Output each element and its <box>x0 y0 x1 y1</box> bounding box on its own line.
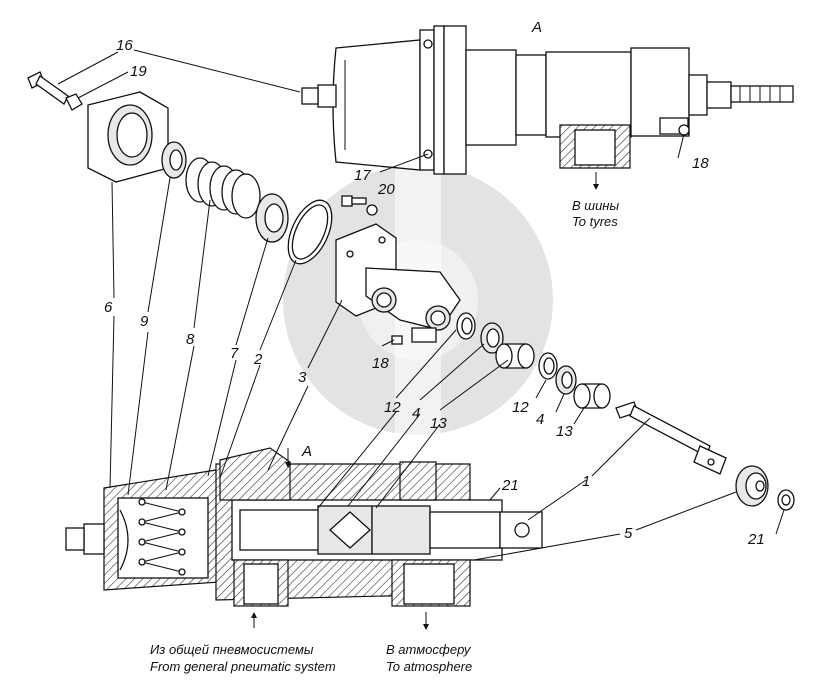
callout-3: 3 <box>298 369 307 386</box>
callout-18-lower: 18 <box>372 355 389 372</box>
callout-17: 17 <box>354 167 371 184</box>
spring-8 <box>185 157 261 219</box>
ring-4-upper <box>480 322 504 354</box>
section-marker-a: A <box>301 443 312 460</box>
callout-9: 9 <box>140 313 149 330</box>
nut-20 <box>366 204 378 216</box>
callout-21-section: 21 <box>501 477 519 494</box>
bushing-13-lower <box>573 383 611 409</box>
callout-20: 20 <box>377 181 395 198</box>
rod-1 <box>615 401 727 475</box>
ring-4-lower <box>555 365 577 395</box>
washer-9 <box>161 141 187 179</box>
callout-2: 2 <box>253 351 263 368</box>
callout-5: 5 <box>624 525 633 542</box>
supply-caption-ru: Из общей пневмосистемы <box>150 642 314 657</box>
callout-7: 7 <box>230 345 239 362</box>
ring-12-lower <box>538 352 558 380</box>
callout-8: 8 <box>186 331 195 348</box>
cover-6 <box>87 91 169 183</box>
atm-caption-ru: В атмосферу <box>386 642 472 657</box>
section-assembly <box>65 447 543 607</box>
atm-caption-en: To atmosphere <box>386 659 472 674</box>
callout-13-right: 13 <box>556 423 573 440</box>
ring-12-upper <box>456 312 476 340</box>
screw-18 <box>391 335 403 345</box>
callout-4-right: 4 <box>536 411 544 428</box>
tyres-caption-ru: В шины <box>572 198 619 213</box>
bolt-16 <box>27 71 69 105</box>
bushing-13-upper <box>495 343 535 369</box>
screw-17 <box>341 195 367 207</box>
washer-21 <box>777 489 795 511</box>
plug-5 <box>735 465 769 507</box>
washer-19 <box>65 93 83 111</box>
callout-16: 16 <box>116 37 133 54</box>
view-a-assembly <box>301 25 794 175</box>
housing-3 <box>335 223 461 343</box>
callout-12-left: 12 <box>384 399 401 416</box>
callout-6: 6 <box>104 299 113 316</box>
callout-18-top: 18 <box>692 155 709 172</box>
supply-caption-en: From general pneumatic system <box>150 659 336 674</box>
seat-7 <box>255 193 289 243</box>
callout-12-right: 12 <box>512 399 529 416</box>
callout-19: 19 <box>130 63 147 80</box>
callout-13-left: 13 <box>430 415 447 432</box>
leader-lines <box>57 49 785 561</box>
callout-1: 1 <box>582 473 590 490</box>
diaphragm-2 <box>287 199 333 265</box>
callout-4-left: 4 <box>412 405 420 422</box>
tyres-caption-en: To tyres <box>572 214 618 229</box>
callout-21-right: 21 <box>747 531 765 548</box>
view-a-label: A <box>531 19 542 36</box>
